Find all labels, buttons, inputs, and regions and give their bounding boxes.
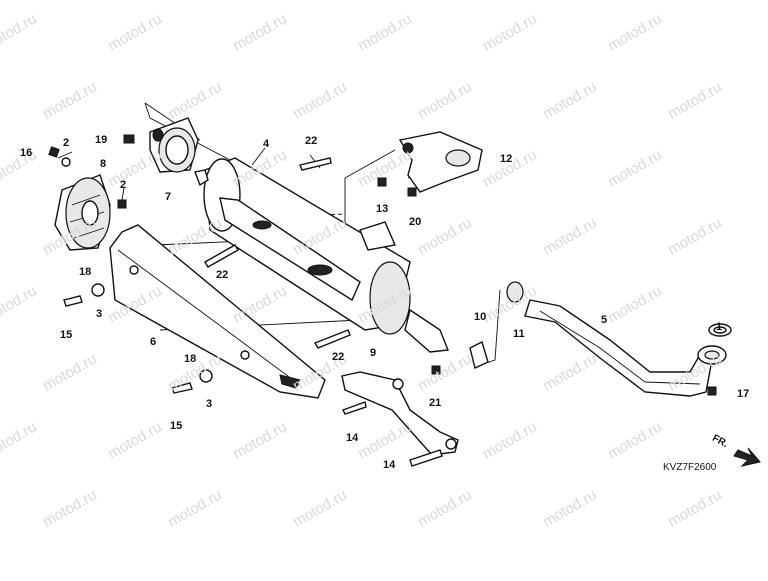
callout-8: 8 [100,158,107,170]
front-direction-arrow-icon [733,447,761,467]
callout-2: 2 [63,137,70,149]
callout-22: 22 [332,351,345,363]
callout-6: 6 [150,336,157,348]
callout-5: 5 [601,314,608,326]
heat-shield [109,224,326,399]
callout-13: 13 [376,203,389,215]
callout-22: 22 [216,269,229,281]
callout-19: 19 [95,134,108,146]
callout-11: 11 [513,328,525,340]
callout-18: 18 [184,353,197,365]
callout-1: 1 [716,321,723,333]
callout-14: 14 [383,459,396,471]
tailpipe-protector [54,174,111,251]
fasteners [48,134,717,467]
callout-17: 17 [737,388,750,400]
callout-4: 4 [263,138,270,150]
callout-16: 16 [20,147,33,159]
callout-3: 3 [206,398,213,410]
callout-9: 9 [370,347,377,359]
muffler-stay [341,371,459,456]
muffler-body [194,157,449,353]
pipe-clamp [469,341,489,369]
gasket [708,323,732,337]
callout-15: 15 [170,420,183,432]
callout-14: 14 [346,432,359,444]
diagram-code: KVZ7F2600 [663,462,717,473]
callout-10: 10 [474,311,487,323]
callout-12: 12 [500,153,513,165]
callout-2: 2 [120,179,127,191]
muffler-bracket [398,131,483,193]
callout-18: 18 [79,266,92,278]
callout-22: 22 [305,135,318,147]
callout-20: 20 [409,216,422,228]
callout-7: 7 [165,191,172,203]
callout-3: 3 [96,308,103,320]
callout-15: 15 [60,329,73,341]
muffler-end-cap [149,117,199,173]
callout-21: 21 [429,397,442,409]
exhaust-pipe [506,281,727,397]
